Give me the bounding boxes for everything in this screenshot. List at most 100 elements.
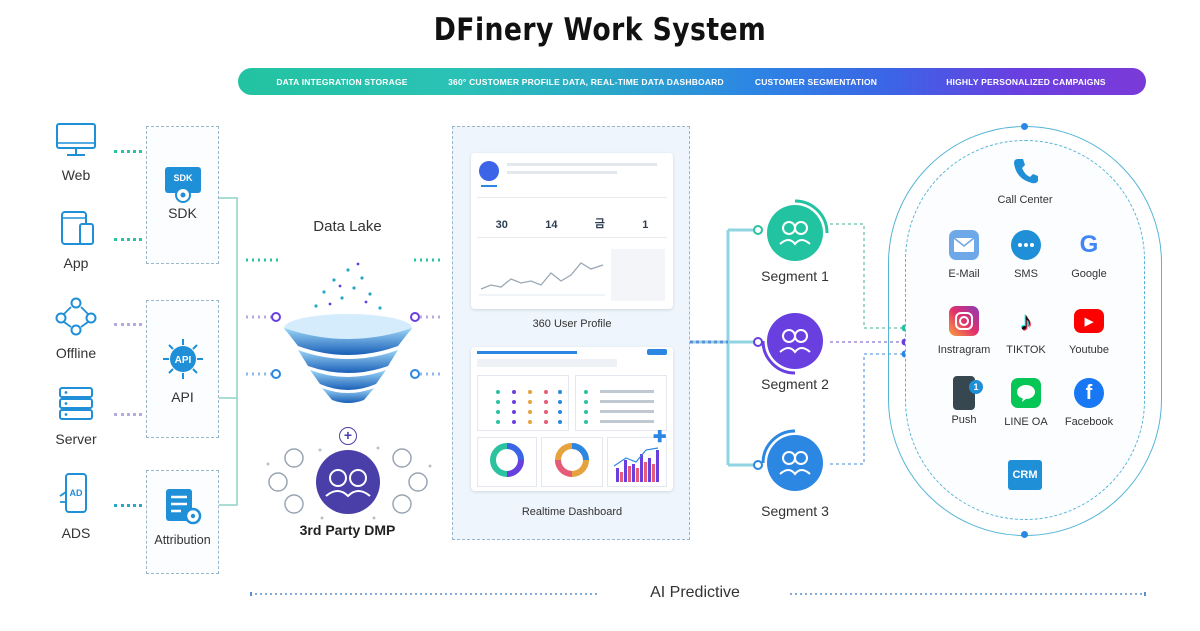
push-badge: 1	[969, 380, 983, 394]
dmp-label: 3rd Party DMP	[299, 522, 396, 538]
move-icon: ✚	[653, 429, 667, 446]
dmp-icon-cluster	[266, 446, 432, 520]
channel-email: E-Mail	[927, 230, 1001, 280]
mail-icon	[949, 230, 979, 260]
donut-chart	[555, 443, 589, 477]
devices-icon	[61, 211, 94, 245]
svg-text:AD: AD	[70, 488, 83, 498]
crm-icon: CRM	[1008, 460, 1042, 490]
segment-1-icon	[760, 198, 830, 268]
source-server: Server	[41, 386, 111, 447]
plus-icon: +	[339, 427, 357, 445]
server-icon	[59, 387, 93, 420]
sdk-label: SDK	[168, 205, 197, 221]
profile-header-line	[507, 163, 657, 166]
phase-data-integration: DATA INTEGRATION STORAGE	[276, 76, 408, 87]
channel-line: LINE OA	[989, 378, 1063, 428]
tiktok-icon: ♪	[1019, 305, 1033, 336]
api-icon: API	[161, 337, 205, 381]
monitor-icon	[56, 123, 96, 156]
segment-1-label: Segment 1	[761, 268, 829, 284]
source-app: App	[41, 210, 111, 271]
dashboard-donut-1	[477, 437, 537, 487]
stat-value: 14	[545, 219, 558, 231]
offline-connector	[114, 323, 142, 326]
ai-predictive-label: AI Predictive	[600, 584, 790, 602]
sms-icon	[1011, 230, 1041, 260]
stat-value: 1	[642, 219, 649, 231]
server-connector	[114, 413, 142, 416]
channel-label: Push	[951, 414, 977, 426]
profile-active-tab	[481, 185, 497, 187]
bar-chart	[613, 447, 659, 482]
channel-label: Google	[1071, 268, 1107, 280]
data-lake-label: Data Lake	[313, 218, 382, 235]
lake-connectors	[246, 258, 442, 379]
facebook-icon: f	[1074, 378, 1104, 408]
oval-top-dot	[1021, 123, 1028, 130]
dashboard-card: ✚	[471, 347, 673, 491]
collector-bracket	[219, 197, 238, 506]
line-icon	[1011, 378, 1041, 408]
channel-label: Youtube	[1069, 344, 1109, 356]
channel-push: 1 Push	[927, 376, 1001, 426]
divider	[477, 237, 667, 238]
segment-2-label: Segment 2	[761, 376, 829, 392]
network-people-icon	[55, 297, 97, 336]
dashboard-table-dots	[496, 390, 562, 424]
api-label: API	[171, 389, 194, 405]
donut-chart	[490, 443, 524, 477]
phase-campaigns: HIGHLY PERSONALIZED CAMPAIGNS	[946, 76, 1106, 87]
attribution-label: Attribution	[154, 533, 211, 547]
profile-side-table	[611, 249, 665, 301]
avatar	[479, 161, 499, 181]
dashboard-donut-2	[541, 437, 603, 487]
web-connector	[114, 150, 142, 153]
dashboard-bar-chart	[607, 437, 667, 487]
stat-value: 30	[495, 219, 508, 231]
ai-predictive-line	[250, 592, 1146, 596]
channel-label: SMS	[1014, 268, 1038, 280]
data-lake-funnel-icon	[284, 262, 412, 403]
page-title: DFinery Work System	[433, 12, 767, 48]
source-ads: AD ADS	[41, 472, 111, 541]
source-web: Web	[41, 122, 111, 183]
source-label: App	[63, 255, 89, 271]
segment-2-icon	[760, 306, 830, 376]
profile-line-chart	[479, 262, 605, 296]
segment-connectors	[690, 225, 763, 470]
segment-3-label: Segment 3	[761, 503, 829, 519]
source-label: Web	[61, 167, 91, 183]
channel-facebook: f Facebook	[1052, 378, 1126, 428]
dashboard-table-left	[477, 375, 569, 431]
profile-stats: 30 14 금 1	[477, 203, 667, 231]
channel-label: TIKTOK	[1006, 344, 1046, 356]
phase-segmentation: CUSTOMER SEGMENTATION	[754, 76, 878, 87]
phone-icon	[1010, 156, 1040, 186]
channel-crm: CRM	[988, 460, 1062, 490]
source-offline: Offline	[41, 296, 111, 361]
channel-youtube: ▶ Youtube	[1052, 306, 1126, 356]
sdk-box: SDK SDK	[146, 126, 219, 264]
ad-phone-icon: AD	[59, 473, 87, 513]
channel-label: E-Mail	[948, 268, 980, 280]
phase-customer-profile: 360° CUSTOMER PROFILE DATA, REAL-TIME DA…	[448, 76, 724, 87]
svg-text:API: API	[174, 355, 191, 366]
channel-sms: SMS	[989, 230, 1063, 280]
divider	[477, 197, 667, 198]
instagram-icon	[949, 306, 979, 336]
channel-google: G Google	[1052, 230, 1126, 280]
source-label: ADS	[61, 525, 91, 541]
youtube-icon: ▶	[1074, 309, 1104, 333]
center-panel: 30 14 금 1 360 User Profile	[452, 126, 690, 540]
phase-bar: DATA INTEGRATION STORAGE 360° CUSTOMER P…	[238, 68, 1146, 95]
segment-3-icon	[760, 428, 830, 498]
channel-instagram: Instragram	[927, 306, 1001, 356]
channel-label: Call Center	[997, 194, 1053, 206]
api-box: API API	[146, 300, 219, 438]
sdk-icon: SDK	[164, 165, 202, 205]
dashboard-table-right	[575, 375, 667, 431]
dashboard-caption: Realtime Dashboard	[521, 506, 623, 518]
dashboard-table-dots	[584, 390, 654, 424]
profile-header-line	[507, 171, 617, 174]
